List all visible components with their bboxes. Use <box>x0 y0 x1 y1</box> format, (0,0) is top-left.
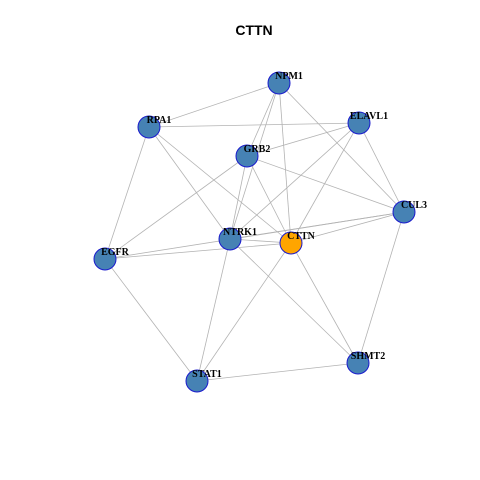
edge-grb2-egfr <box>104 155 248 260</box>
edge-cttn-stat1 <box>196 242 292 382</box>
edge-cttn-cul3 <box>290 211 405 244</box>
node-label-cttn: CTTN <box>287 231 316 242</box>
diagram-title: CTTN <box>235 22 272 38</box>
edge-rpa1-ntrk1 <box>148 126 231 240</box>
node-shmt2 <box>346 351 370 375</box>
edge-npm1-cttn <box>278 82 292 244</box>
edge-layer <box>104 82 405 382</box>
node-label-elavl1: ELAVL1 <box>350 111 388 122</box>
edge-shmt2-cul3 <box>357 211 405 364</box>
edge-npm1-cul3 <box>278 82 405 213</box>
edge-elavl1-grb2 <box>246 122 360 157</box>
node-label-egfr: EGFR <box>101 247 130 258</box>
edge-elavl1-cul3 <box>358 122 405 213</box>
edge-grb2-ntrk1 <box>229 155 248 240</box>
node-cttn <box>279 231 303 255</box>
node-layer <box>93 71 416 393</box>
edge-egfr-cul3 <box>104 211 405 260</box>
edge-npm1-rpa1 <box>148 82 280 128</box>
node-egfr <box>93 247 117 271</box>
edge-egfr-stat1 <box>104 258 198 382</box>
node-label-rpa1: RPA1 <box>147 115 172 126</box>
node-stat1 <box>185 369 209 393</box>
node-label-shmt2: SHMT2 <box>351 351 385 362</box>
edge-elavl1-cttn <box>290 122 360 244</box>
edge-elavl1-ntrk1 <box>229 122 360 240</box>
node-npm1 <box>267 71 291 95</box>
edge-rpa1-egfr <box>104 126 150 260</box>
node-label-stat1: STAT1 <box>192 369 222 380</box>
node-label-cul3: CUL3 <box>401 200 427 211</box>
edge-ntrk1-shmt2 <box>229 238 359 364</box>
node-ntrk1 <box>218 227 242 251</box>
node-label-npm1: NPM1 <box>275 71 303 82</box>
edge-cttn-shmt2 <box>290 242 359 364</box>
edge-ntrk1-stat1 <box>196 238 231 382</box>
edge-npm1-grb2 <box>246 82 280 157</box>
edge-rpa1-cttn <box>148 126 292 244</box>
node-cul3 <box>392 200 416 224</box>
node-label-grb2: GRB2 <box>244 144 271 155</box>
node-rpa1 <box>137 115 161 139</box>
node-grb2 <box>235 144 259 168</box>
edge-grb2-cttn <box>246 155 292 244</box>
edge-stat1-shmt2 <box>196 362 359 382</box>
edge-grb2-cul3 <box>246 155 405 213</box>
node-label-ntrk1: NTRK1 <box>223 227 257 238</box>
edge-rpa1-elavl1 <box>148 122 360 128</box>
edge-cttn-egfr <box>104 242 292 260</box>
node-elavl1 <box>347 111 371 135</box>
